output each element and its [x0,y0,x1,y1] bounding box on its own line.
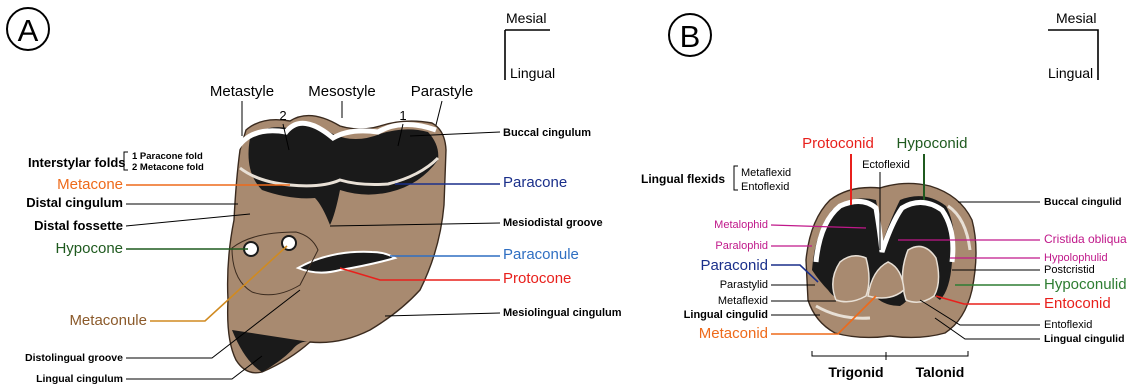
orientation-lingual-b: Lingual [1048,65,1093,81]
label-paraconule: Paraconule [503,246,579,263]
label-entoflexid: Entoflexid [1044,319,1092,331]
label-entoconid: Entoconid [1044,295,1111,312]
label-metaflexid: Metaflexid [718,295,768,307]
label-distal-fossette: Distal fossette [34,218,123,233]
label-protocone: Protocone [503,270,571,287]
orientation-mesial-b: Mesial [1056,10,1096,26]
label-paracone-fold: 1 Paracone fold [132,151,203,162]
tooth-b-entoconid-cusp [902,246,938,302]
label-entoflexid-top: Entoflexid [741,181,789,193]
label-mesiodistal-groove: Mesiodistal groove [503,217,603,229]
label-metalophid: Metalophid [714,219,768,231]
leader-mesiolingual-cingulum [385,313,500,316]
label-metacone-fold: 2 Metacone fold [132,162,204,173]
label-paralophid: Paralophid [715,240,768,252]
label-fold-1: 1 [399,108,406,123]
orientation-mesial-a: Mesial [506,10,546,26]
label-fold-2: 2 [279,108,286,123]
label-interstylar-folds: Interstylar folds [28,155,126,170]
label-paraconid: Paraconid [700,257,768,274]
label-distal-cingulum: Distal cingulum [26,195,123,210]
label-metaflexid-top: Metaflexid [741,167,791,179]
label-lingual-cingulid-left: Lingual cingulid [684,309,768,321]
label-protoconid: Protoconid [802,135,874,152]
panel-b: B Mesial Lingual Protoconid Hypoconid Ec… [641,10,1127,380]
label-mesiolingual-cingulum: Mesiolingual cingulum [503,307,622,319]
label-hypoconid: Hypoconid [897,135,968,152]
label-lingual-flexids: Lingual flexids [641,172,725,186]
label-paracone: Paracone [503,174,567,191]
label-parastyle: Parastyle [411,83,474,100]
label-metaconid: Metaconid [699,325,768,342]
label-hypoconulid: Hypoconulid [1044,276,1127,293]
label-trigonid: Trigonid [828,364,883,380]
orientation-lingual-a: Lingual [510,65,555,81]
label-cristida-obliqua: Cristida obliqua [1044,232,1127,246]
label-hypocone: Hypocone [55,240,123,257]
label-parastylid: Parastylid [720,279,768,291]
label-lingual-cingulid-right: Lingual cingulid [1044,333,1125,345]
label-buccal-cingulum: Buccal cingulum [503,127,591,139]
flexids-bracket [734,166,738,190]
panel-a: A Mesial Lingual Metastyle Mesostyle Par… [7,8,622,385]
panel-b-letter: B [680,19,701,54]
label-lingual-cingulum: Lingual cingulum [36,373,123,385]
label-postcristid: Postcristid [1044,264,1095,276]
label-talonid: Talonid [916,364,965,380]
label-metastyle: Metastyle [210,83,274,100]
leader-distal-fossette [126,214,250,226]
label-hypolophulid: Hypolophulid [1044,252,1108,264]
label-ectoflexid: Ectoflexid [862,159,910,171]
label-buccal-cingulid: Buccal cingulid [1044,196,1122,208]
panel-a-letter: A [18,13,39,48]
label-metacone: Metacone [57,176,123,193]
trigonid-talonid-bracket [812,351,968,360]
label-metaconule: Metaconule [69,312,147,329]
label-distolingual-groove: Distolingual groove [25,352,123,364]
label-mesostyle: Mesostyle [308,83,376,100]
